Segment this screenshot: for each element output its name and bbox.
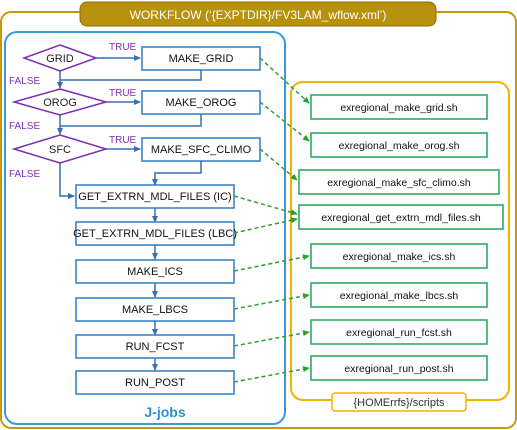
script-make-grid-label: exregional_make_grid.sh xyxy=(340,102,457,114)
script-run-post-label: exregional_run_post.sh xyxy=(344,363,453,375)
script-make-lbcs-label: exregional_make_lbcs.sh xyxy=(340,290,459,302)
task-make-ics-label: MAKE_ICS xyxy=(127,266,183,278)
script-make-grid xyxy=(310,94,488,120)
decision-sfc-label: SFC xyxy=(49,144,71,156)
script-get-extrn xyxy=(298,204,504,230)
decision-sfc xyxy=(11,134,109,164)
task-make-grid-label: MAKE_GRID xyxy=(169,53,234,65)
flow-connectors xyxy=(57,55,202,371)
script-connectors xyxy=(233,57,310,383)
sfc-true-label: TRUE xyxy=(109,135,137,146)
script-run-fcst-label: exregional_run_fcst.sh xyxy=(346,327,452,339)
script-make-ics xyxy=(310,243,488,269)
task-run-post-label: RUN_POST xyxy=(125,377,185,389)
scripts-label-box xyxy=(331,392,467,412)
task-make-lbcs-label: MAKE_LBCS xyxy=(122,304,188,316)
script-make-orog xyxy=(310,132,488,158)
task-run-post xyxy=(75,370,235,395)
script-get-extrn-label: exregional_get_extrn_mdl_files.sh xyxy=(321,212,481,224)
script-run-post xyxy=(310,355,488,381)
jjobs-label: J-jobs xyxy=(144,404,185,420)
decision-orog xyxy=(11,88,109,116)
decision-grid xyxy=(21,44,99,72)
task-run-fcst xyxy=(75,334,235,359)
task-get-extrn-lbc xyxy=(75,221,235,246)
decision-grid-label: GRID xyxy=(46,53,74,65)
decision-orog-label: OROG xyxy=(43,97,77,109)
task-run-fcst-label: RUN_FCST xyxy=(126,341,185,353)
script-make-orog-label: exregional_make_orog.sh xyxy=(339,140,460,152)
task-get-extrn-ic-label: GET_EXTRN_MDL_FILES (IC) xyxy=(78,191,231,203)
header-banner xyxy=(79,1,437,27)
orog-true-label: TRUE xyxy=(109,88,137,99)
sfc-false-label: FALSE xyxy=(9,169,40,180)
task-make-lbcs xyxy=(75,297,235,322)
script-make-sfc-climo xyxy=(298,169,500,195)
script-make-lbcs xyxy=(310,282,488,308)
task-make-orog-label: MAKE_OROG xyxy=(166,97,237,109)
scripts-label: {HOMErrfs}/scripts xyxy=(353,397,445,409)
script-make-ics-label: exregional_make_ics.sh xyxy=(343,251,456,263)
task-boxes xyxy=(75,46,261,395)
script-run-fcst xyxy=(310,319,488,345)
jjobs-label-bg xyxy=(138,401,192,423)
grid-false-label: FALSE xyxy=(9,76,40,87)
script-boxes xyxy=(298,94,504,381)
task-make-sfc-climo-label: MAKE_SFC_CLIMO xyxy=(151,144,252,156)
grid-true-label: TRUE xyxy=(109,42,137,53)
scripts-frame xyxy=(290,81,510,401)
task-get-extrn-lbc-label: GET_EXTRN_MDL_FILES (LBC) xyxy=(73,228,237,240)
task-make-ics xyxy=(75,259,235,284)
script-make-sfc-climo-label: exregional_make_sfc_climo.sh xyxy=(327,177,471,189)
jjobs-frame xyxy=(4,31,286,425)
workflow-title: WORKFLOW (‘{EXPTDIR}/FV3LAM_wflow.xml’) xyxy=(130,8,387,22)
orog-false-label: FALSE xyxy=(9,121,40,132)
